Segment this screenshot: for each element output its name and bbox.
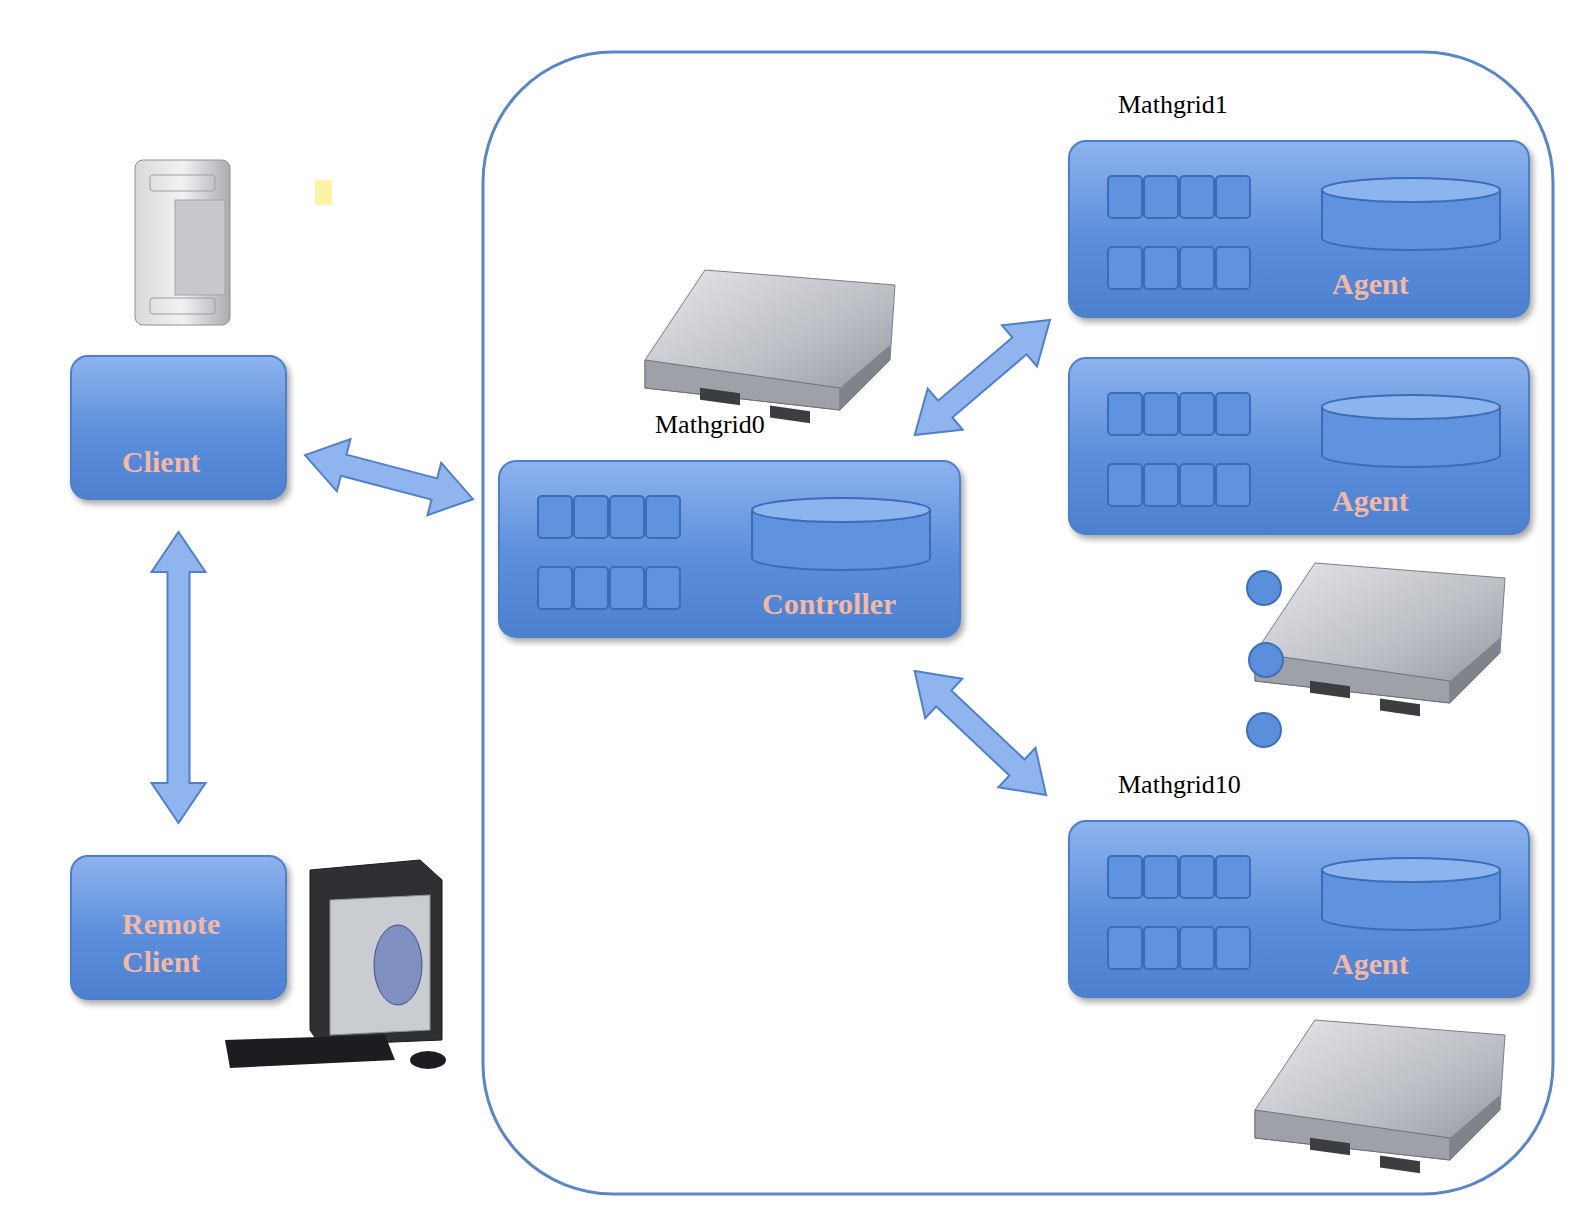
block-arrow [305, 439, 473, 515]
server-box: Mathgrid10Agent [1068, 820, 1530, 998]
text-holder: Mathgrid1 [1118, 90, 1228, 120]
role-label: Agent [1332, 482, 1409, 520]
text-holder: Agent [1332, 482, 1409, 520]
text-holder: Client [122, 443, 272, 481]
machine-name: Mathgrid0 [655, 410, 765, 440]
role-label: Remote Client [122, 905, 272, 980]
role-label: Controller [762, 585, 896, 623]
text-holder: Mathgrid0 [655, 410, 765, 440]
block-arrow [915, 320, 1050, 435]
node-decoration [1070, 142, 1532, 320]
cluster-boundary [483, 52, 1553, 1194]
client-box: Client [70, 355, 287, 500]
role-label: Agent [1332, 945, 1409, 983]
block-arrow [152, 532, 206, 823]
role-label: Client [122, 443, 272, 481]
text-holder: Controller [762, 585, 896, 623]
sticky-mark [315, 180, 332, 205]
rack-server [1255, 563, 1505, 716]
node-decoration [1070, 359, 1532, 537]
rack-server [645, 270, 895, 423]
machine-name: Mathgrid1 [1118, 90, 1228, 120]
node-decoration [1070, 822, 1532, 1000]
role-label: Agent [1332, 265, 1409, 303]
ellipsis-dots [1247, 571, 1283, 747]
text-holder: Agent [1332, 945, 1409, 983]
text-holder: Agent [1332, 265, 1409, 303]
server-box: Mathgrid1Agent [1068, 140, 1530, 318]
server-box: Mathgrid0Controller [498, 460, 961, 638]
machine-name: Mathgrid10 [1118, 770, 1241, 800]
workstation-tower [135, 160, 230, 325]
text-holder: Mathgrid10 [1118, 770, 1241, 800]
client-box: Remote Client [70, 855, 287, 1000]
rack-server [1255, 1020, 1505, 1173]
block-arrow [915, 671, 1046, 795]
text-holder: Remote Client [122, 905, 272, 980]
server-box: Agent [1068, 357, 1530, 535]
